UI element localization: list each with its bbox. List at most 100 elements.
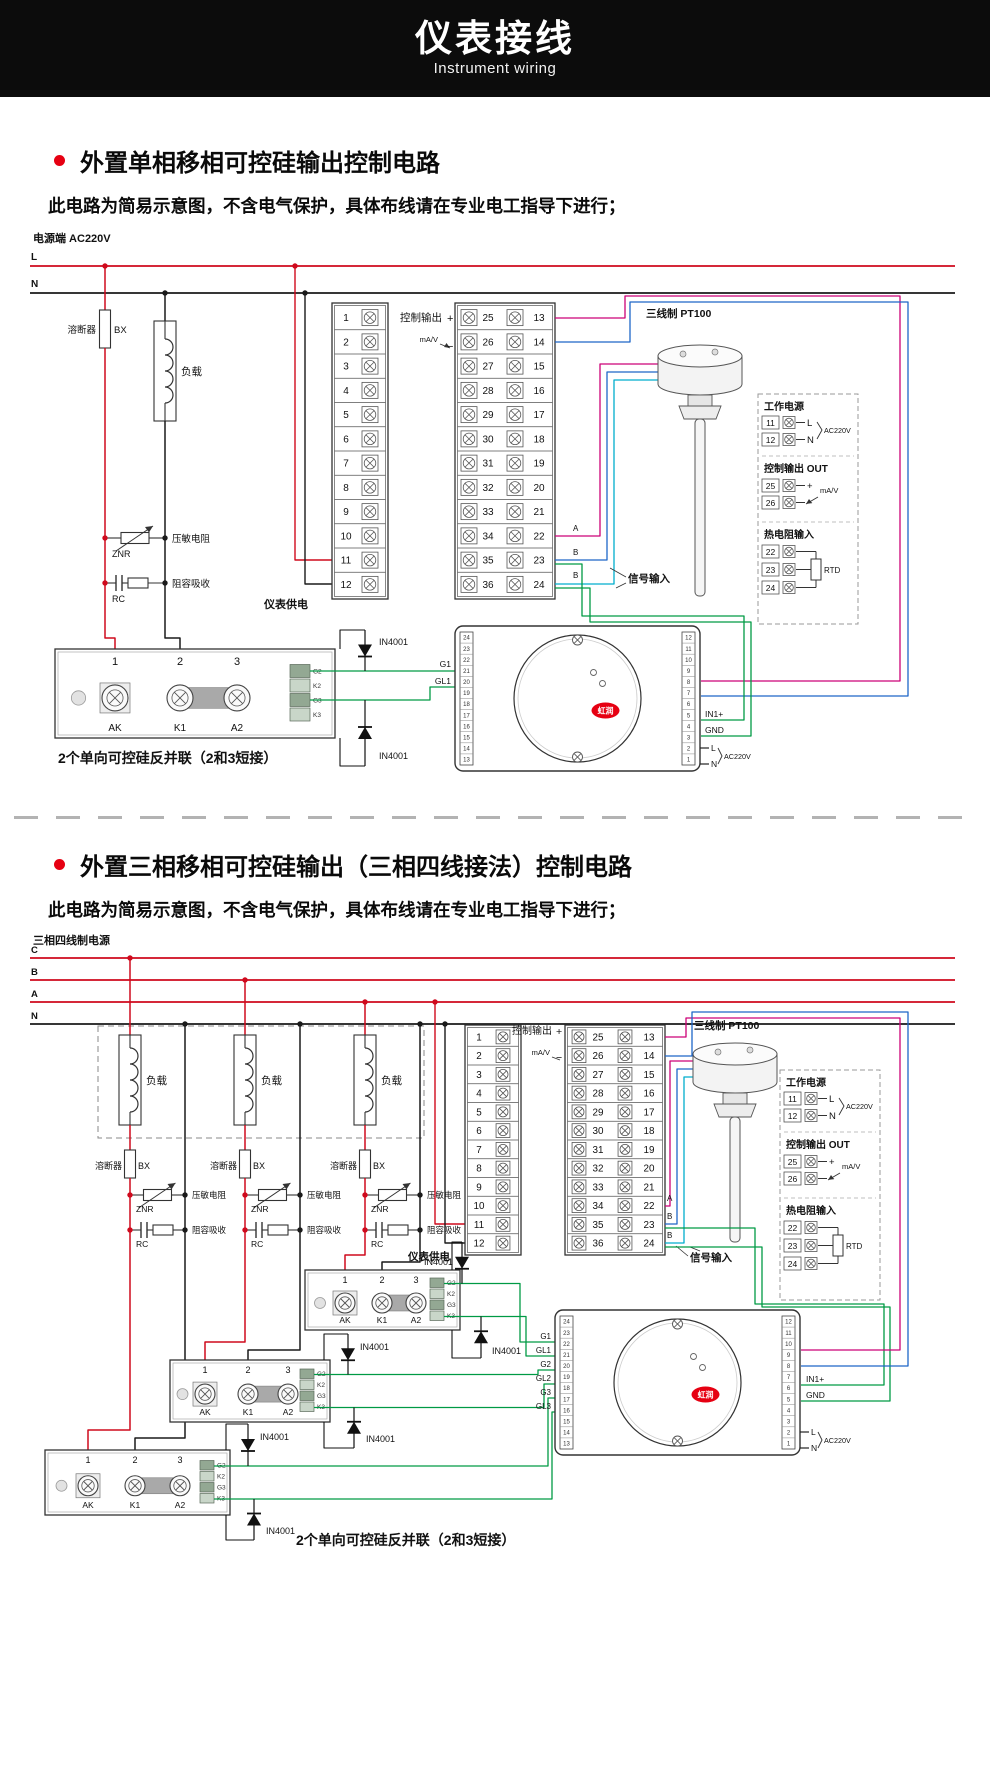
shape-circle [619, 1031, 631, 1043]
label: + [829, 1157, 835, 1168]
arrowhead [402, 1183, 411, 1190]
wire-segment [807, 1158, 815, 1165]
wire-segment [575, 1070, 583, 1079]
terminal-number: 32 [482, 483, 494, 494]
varistor-code: ZNR [251, 1204, 268, 1214]
wire [555, 371, 658, 561]
terminal-inner [241, 1387, 255, 1401]
loads-group-box [97, 1025, 425, 1139]
wire-segment [253, 1182, 291, 1209]
module-inner-border [307, 1272, 458, 1328]
wire-segment [499, 1164, 507, 1172]
line-label: L [31, 252, 37, 263]
wire-segment [621, 1033, 629, 1041]
shape-circle [497, 1162, 509, 1174]
varistor-code: ZNR [136, 1204, 153, 1214]
shape-circle [363, 359, 377, 373]
shape-circle [619, 1218, 631, 1230]
junction-dot [242, 1227, 248, 1233]
gate-label: G3 [540, 1388, 551, 1397]
terminal-number: 25 [766, 481, 776, 491]
terminal-screw [460, 478, 478, 496]
panel-title: 热电阻输入 [786, 1204, 836, 1217]
pin-number: 4 [687, 724, 691, 730]
terminal-number: 34 [482, 531, 494, 542]
shape-circle [497, 1200, 509, 1212]
terminal-inner [375, 1296, 389, 1310]
shape-circle [508, 384, 522, 397]
indicator-led [590, 669, 597, 676]
terminal-inner [338, 1296, 352, 1310]
wire-segment [785, 419, 793, 426]
shape-circle [508, 481, 522, 494]
label: L [807, 418, 812, 429]
junction-dot [292, 263, 298, 269]
junction-dot [417, 1192, 423, 1198]
shape-circle [462, 311, 476, 324]
shape-circle [497, 1125, 509, 1137]
varistor-label: 压敏电阻 [427, 1190, 462, 1200]
terminal-number: 24 [788, 1259, 798, 1269]
wire-segment [510, 313, 520, 322]
pin-label: K2 [217, 1474, 225, 1481]
fuse-label: 溶断器 [67, 324, 96, 336]
wire-segment [173, 691, 187, 705]
scr-note: 2个单向可控硅反并联（2和3短接） [296, 1532, 515, 1548]
wire [434, 1002, 465, 1225]
pin-label: K2 [447, 1291, 455, 1298]
probe-stem [729, 1116, 741, 1243]
wire-segment [621, 1183, 629, 1191]
wire-segment [365, 313, 375, 322]
label: + [807, 481, 813, 492]
terminal-label: K1 [377, 1315, 388, 1325]
connector-pin [289, 693, 311, 707]
wire-segment [785, 584, 793, 591]
diode-label: IN4001 [424, 1257, 453, 1267]
terminal-label: AK [108, 723, 122, 734]
line-label: A [31, 989, 38, 1000]
head-bolt [711, 348, 719, 356]
terminal-screw [571, 1160, 587, 1176]
diode [358, 630, 372, 671]
wire-segment [575, 1108, 583, 1116]
connector-pin [199, 1482, 215, 1493]
gate-label: GL1 [435, 676, 451, 686]
diode-triangle [241, 1439, 255, 1451]
terminal-number: 5 [476, 1107, 482, 1118]
terminal-number: 30 [482, 434, 494, 445]
terminal-number: 3 [476, 1070, 482, 1081]
wire-segment [510, 458, 520, 468]
terminal-number: 31 [482, 459, 494, 470]
terminal-number: 2 [379, 1275, 384, 1285]
shape-circle [497, 1068, 509, 1080]
junction-dot [102, 535, 108, 541]
line-label: N [31, 279, 38, 290]
pin-label: G3 [217, 1485, 226, 1492]
pin-label: K3 [313, 712, 321, 719]
terminal-screw [460, 575, 478, 593]
terminal-number: 26 [766, 498, 776, 508]
coil [244, 1047, 254, 1113]
shape-circle [497, 1143, 509, 1155]
terminal-number: 20 [533, 483, 545, 494]
wire [204, 1178, 246, 1384]
wire-segment [575, 1126, 583, 1135]
wire-segment [464, 434, 474, 444]
terminal-screw [361, 430, 379, 448]
terminal-number: 1 [112, 656, 118, 668]
pin-label: G3 [317, 1393, 326, 1400]
load-label: 负载 [381, 1074, 402, 1087]
shape-circle [619, 1237, 631, 1249]
control-output-label: 控制输出 [512, 1024, 552, 1037]
junction-dot [182, 1021, 188, 1027]
terminal-number: 14 [644, 1051, 655, 1062]
shape-circle [806, 1093, 816, 1104]
head-bolt [746, 1046, 754, 1054]
wire-segment [365, 434, 375, 444]
wire-segment [365, 507, 375, 516]
terminal-label: A2 [283, 1407, 294, 1417]
terminal-number: 12 [340, 580, 352, 591]
terminal-number: 23 [644, 1220, 655, 1231]
terminal-screw [506, 357, 524, 375]
